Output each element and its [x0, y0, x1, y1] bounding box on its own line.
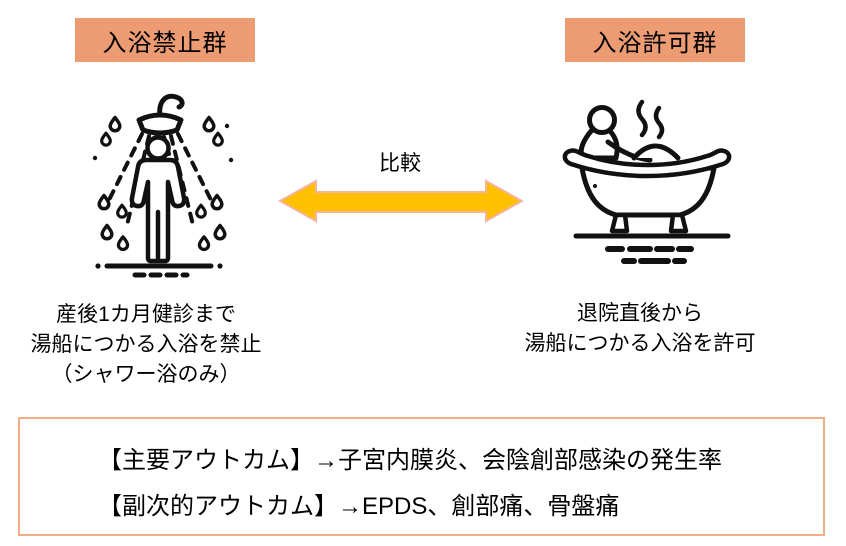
double-headed-arrow-icon [278, 179, 524, 225]
secondary-outcome-text: 【副次的アウトカム】→EPDS、創部痛、骨盤痛 [98, 493, 620, 520]
bath-prohibited-group-label: 入浴禁止群 [75, 18, 255, 62]
bath-prohibited-caption: 産後1カ月健診まで 湯船につかる入浴を禁止 （シャワー浴のみ） [6, 300, 286, 390]
caption-line: 湯船につかる入浴を許可 [524, 332, 756, 355]
caption-line: 湯船につかる入浴を禁止 [30, 333, 262, 356]
primary-outcome-text: 【主要アウトカム】→子宮内膜炎、会陰創部感染の発生率 [98, 447, 722, 474]
bathtub-icon-svg [562, 99, 732, 264]
caption-line: （シャワー浴のみ） [51, 363, 241, 386]
bathtub-person-icon [560, 98, 735, 270]
caption-line: 産後1カ月健診まで [56, 303, 236, 326]
bath-permitted-group-label: 入浴許可群 [565, 18, 745, 62]
double-arrow-svg [278, 179, 524, 223]
shower-icon-svg [92, 93, 234, 278]
caption-line: 退院直後から [577, 302, 703, 325]
comparison-label: 比較 [379, 152, 421, 175]
shower-person-icon [87, 90, 235, 282]
outcomes-box: 【主要アウトカム】→子宮内膜炎、会陰創部感染の発生率 【副次的アウトカム】→EP… [18, 417, 825, 536]
bath-permitted-caption: 退院直後から 湯船につかる入浴を許可 [504, 299, 776, 359]
